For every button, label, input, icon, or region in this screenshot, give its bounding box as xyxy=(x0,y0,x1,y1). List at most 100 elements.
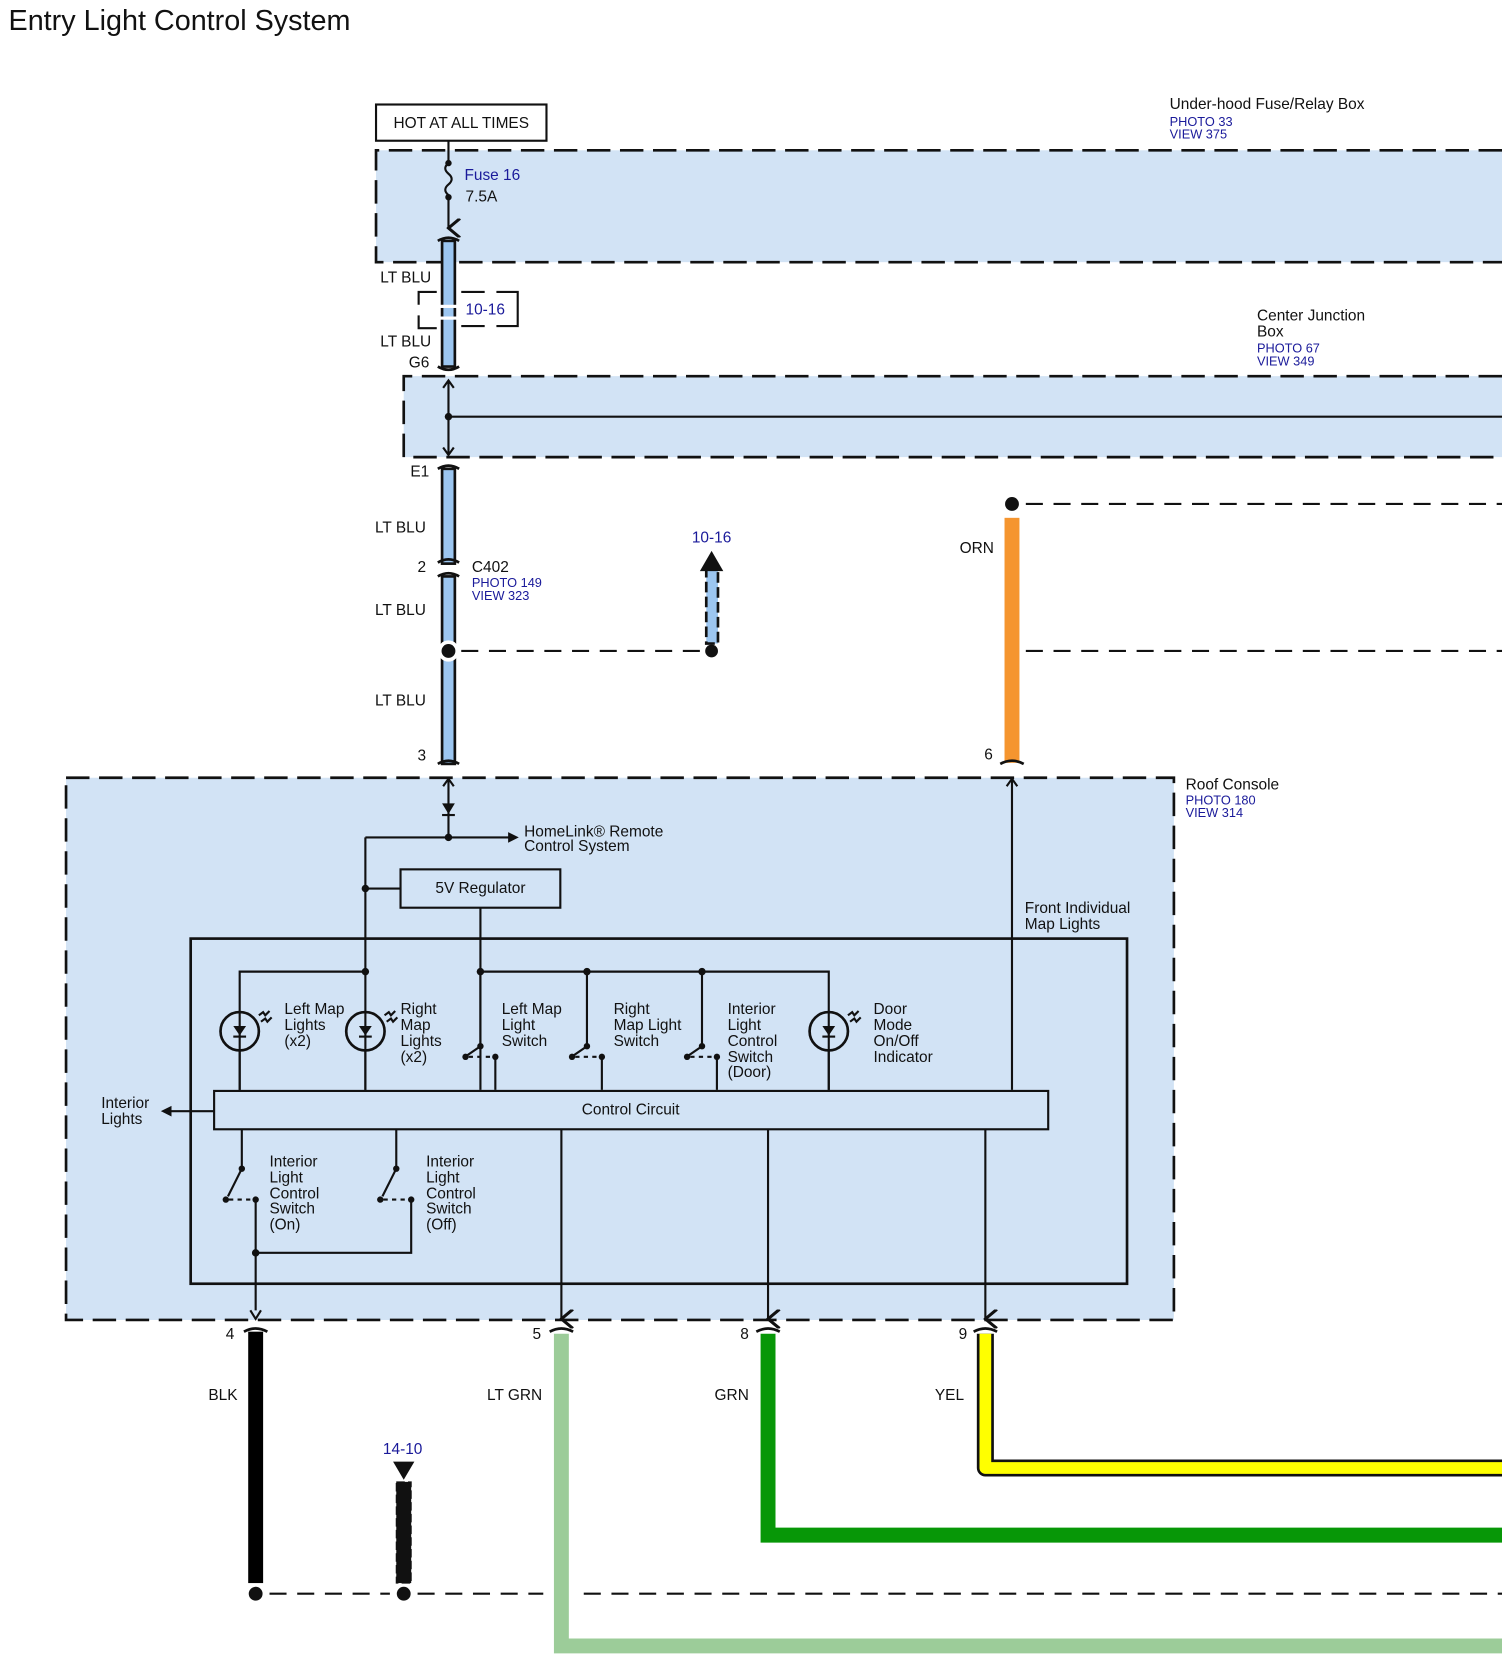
wire-orn[interactable] xyxy=(999,497,1502,766)
diagram-label: (x2) xyxy=(284,1033,311,1050)
diagram-label: Lights xyxy=(101,1111,142,1128)
diagram-label: Switch xyxy=(614,1033,659,1050)
diagram-label: On/Off xyxy=(874,1033,920,1050)
roof-console-name: Roof Console xyxy=(1186,776,1280,793)
underhood-name: Under-hood Fuse/Relay Box xyxy=(1170,96,1365,113)
diagram-label: Left Map xyxy=(284,1001,344,1018)
diagram-label: Light xyxy=(270,1170,304,1187)
on-switch-label: Interior Light Control Switch (On) xyxy=(270,1154,320,1234)
diagram-label: Interior xyxy=(270,1154,318,1171)
diagram-label: Lights xyxy=(284,1017,325,1034)
control-circuit-box: Control Circuit xyxy=(213,1089,1050,1131)
page-ref-arrow-up[interactable] xyxy=(699,550,724,658)
interior-lights-arrow xyxy=(160,1105,215,1117)
fuse-rating: 7.5A xyxy=(466,188,498,205)
diagram-label: Switch xyxy=(502,1033,547,1050)
wire-color-label: LT BLU xyxy=(380,269,431,286)
diagram-label: Interior xyxy=(728,1001,776,1018)
right-map-light-switch-label: Right Map Light Switch xyxy=(614,1001,683,1050)
diagram-label: Light xyxy=(728,1017,762,1034)
front-map-lights-label: Front Individual xyxy=(1025,900,1131,917)
diagram-label: Interior xyxy=(426,1154,474,1171)
wire-color-label: YEL xyxy=(935,1387,965,1404)
wire-lt-grn[interactable] xyxy=(549,1327,1502,1654)
center-jb-view-link[interactable]: VIEW 349 xyxy=(1257,353,1314,368)
wire-color-label: LT BLU xyxy=(380,333,431,350)
wire-lt-blu-3[interactable] xyxy=(437,571,460,766)
roof-console-view-link[interactable]: VIEW 314 xyxy=(1186,805,1243,820)
diagram-label: Switch xyxy=(728,1049,773,1066)
wire-grn[interactable] xyxy=(755,1327,1502,1543)
terminal-4: 4 xyxy=(226,1326,235,1343)
wire-color-label: LT GRN xyxy=(487,1387,542,1404)
page-ref-link[interactable]: 14-10 xyxy=(383,1441,422,1458)
diagram-label: Indicator xyxy=(874,1049,933,1066)
wire-lt-blu-1[interactable] xyxy=(437,236,460,372)
diagram-label: Control xyxy=(270,1186,320,1203)
left-map-light-switch-label: Left Map Light Switch xyxy=(502,1001,562,1050)
diagram-label: Light xyxy=(502,1017,536,1034)
terminal-5: 5 xyxy=(533,1326,542,1343)
terminal-e1: E1 xyxy=(410,463,429,480)
interior-lights-label: Interior Lights xyxy=(101,1095,149,1128)
terminal-9: 9 xyxy=(959,1326,968,1343)
center-jb-name: Center Junction xyxy=(1257,308,1365,325)
underhood-fuse-box[interactable] xyxy=(374,148,1502,264)
right-map-light-switch-icon xyxy=(568,1042,606,1090)
wire-color-label: BLK xyxy=(208,1387,238,1404)
on-switch-icon xyxy=(222,1129,413,1311)
control-circuit-label: Control Circuit xyxy=(582,1101,681,1118)
wire-lt-blu-2[interactable] xyxy=(437,464,460,565)
door-switch-label: Interior Light Control Switch (Door) xyxy=(728,1001,778,1081)
power-source-box: HOT AT ALL TIMES xyxy=(374,103,548,142)
center-junction-box[interactable] xyxy=(402,374,1502,459)
wire-color-label: GRN xyxy=(715,1387,749,1404)
front-map-lights-label: Map Lights xyxy=(1025,916,1101,933)
power-source-label: HOT AT ALL TIMES xyxy=(393,115,529,132)
diagram-label: (Off) xyxy=(426,1216,457,1233)
c402-view-link[interactable]: VIEW 323 xyxy=(472,588,529,603)
diagram-label: Interior xyxy=(101,1095,149,1112)
diagram-label: Map xyxy=(401,1017,431,1034)
c402-pin: 2 xyxy=(418,559,427,576)
diagram-label: Map Light xyxy=(614,1017,683,1034)
underhood-photo-link[interactable]: PHOTO 33 xyxy=(1170,114,1233,129)
page-ref-bracket xyxy=(417,290,519,330)
diagram-label: Door xyxy=(874,1001,907,1018)
center-jb-photo-link[interactable]: PHOTO 67 xyxy=(1257,341,1320,356)
fuse-label[interactable]: Fuse 16 xyxy=(464,167,520,184)
diagram-label: Control xyxy=(426,1186,476,1203)
diagram-label: (Door) xyxy=(728,1064,772,1081)
output-lines xyxy=(249,1129,985,1319)
diagram-label: Right xyxy=(614,1001,651,1018)
underhood-view-link[interactable]: VIEW 375 xyxy=(1170,127,1227,142)
regulator-label: 5V Regulator xyxy=(435,880,525,897)
page-title: Entry Light Control System xyxy=(9,5,351,37)
page-ref-arrow-down[interactable] xyxy=(393,1461,415,1601)
wire-blk[interactable] xyxy=(243,1327,269,1601)
door-indicator-label: Door Mode On/Off Indicator xyxy=(874,1001,933,1066)
wire-color-label: LT BLU xyxy=(375,520,426,537)
left-map-light-switch-icon xyxy=(462,1042,499,1090)
diagram-label: Light xyxy=(426,1170,460,1187)
off-switch-icon xyxy=(377,1129,415,1203)
fuse-icon xyxy=(444,140,451,228)
roof-console[interactable] xyxy=(64,776,1176,1322)
regulator-box: 5V Regulator xyxy=(399,868,562,909)
wire-color-label: ORN xyxy=(960,540,994,557)
diagram-label: Mode xyxy=(874,1017,913,1034)
homelink-label: HomeLink® Remote xyxy=(524,823,663,840)
roof-console-photo-link[interactable]: PHOTO 180 xyxy=(1186,792,1256,807)
diagram-label: (On) xyxy=(270,1216,301,1233)
off-switch-label: Interior Light Control Switch (Off) xyxy=(426,1154,476,1234)
c402-photo-link[interactable]: PHOTO 149 xyxy=(472,575,542,590)
diagram-label: Right xyxy=(401,1001,438,1018)
center-jb-name: Box xyxy=(1257,324,1284,341)
wire-yel[interactable] xyxy=(972,1327,1502,1477)
page-ref-link[interactable]: 10-16 xyxy=(692,529,731,546)
page-ref-link[interactable]: 10-16 xyxy=(466,301,505,318)
terminal-8: 8 xyxy=(740,1326,749,1343)
terminal-3: 3 xyxy=(418,748,427,765)
right-map-lights-label: Right Map Lights (x2) xyxy=(401,1001,442,1066)
